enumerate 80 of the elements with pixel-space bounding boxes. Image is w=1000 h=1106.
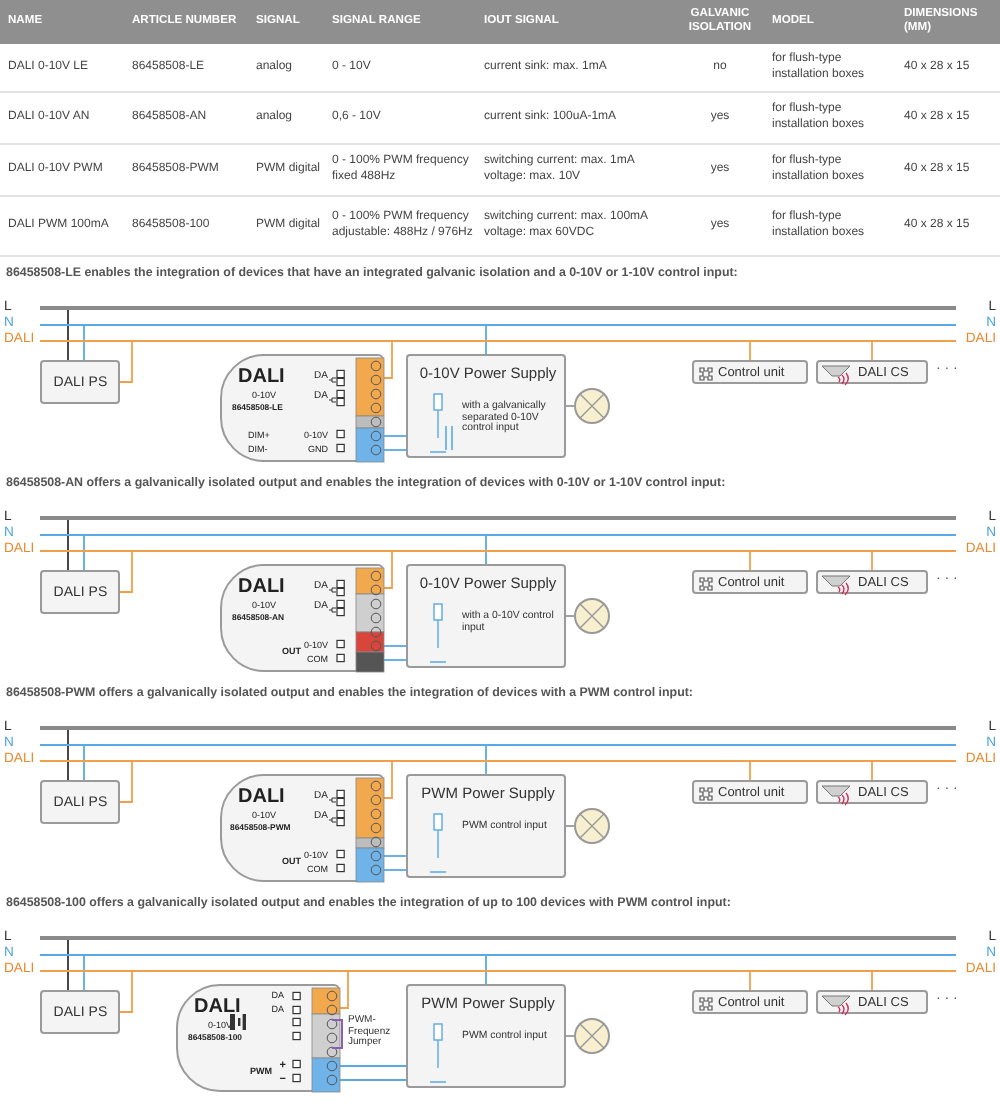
wire [383,855,407,857]
wire [749,761,751,781]
module-title: DALI [238,786,285,808]
wire [383,341,393,379]
sensor-box [816,990,928,1014]
wire [383,551,393,589]
bus-line [40,549,956,552]
wire [83,535,85,571]
wire [565,825,575,827]
dali-ps-box [40,570,120,614]
bus-line [40,759,956,762]
control-unit-box [692,360,808,384]
dali-ps-box [40,990,120,1034]
wire [749,341,751,361]
dali-module [220,774,384,882]
wire [871,971,873,991]
wire [383,869,407,871]
wire [67,519,69,571]
sensor-box [816,360,928,384]
control-unit-box [692,780,808,804]
wire [383,435,407,437]
wire [67,729,69,781]
power-supply-box [406,354,566,458]
lamp-symbol [574,598,610,634]
wire [383,761,393,799]
control-unit-box [692,990,808,1014]
bus-line [40,306,956,310]
sensor-box [816,780,928,804]
bus-line [40,953,956,956]
bus-line [40,516,956,520]
dali-module [220,564,384,672]
wire [565,615,575,617]
sensor-box [816,570,928,594]
dali-ps-box [40,780,120,824]
wire [83,325,85,361]
wire [83,955,85,991]
wire [485,325,487,355]
bus-line [40,969,956,972]
wire [339,1065,407,1067]
dali-ps-box [40,360,120,404]
lamp-symbol [574,808,610,844]
power-supply-box [406,984,566,1088]
dali-module [176,984,340,1092]
dali-module [220,354,384,462]
wire [119,551,133,593]
wire [485,745,487,775]
wire [871,761,873,781]
module-title: DALI [238,366,285,388]
lamp-symbol [574,1018,610,1054]
wire [871,551,873,571]
power-supply-box [406,564,566,668]
control-unit-box [692,570,808,594]
wire [871,341,873,361]
lamp-symbol [574,388,610,424]
bus-line [40,323,956,326]
wire [383,659,407,661]
bus-line [40,726,956,730]
wire [119,761,133,803]
wire [119,971,133,1013]
wire [485,535,487,565]
bus-line [40,339,956,342]
wire [565,1035,575,1037]
wire [339,971,349,1009]
power-supply-box [406,774,566,878]
wire [749,971,751,991]
wire [383,645,407,647]
wire [67,939,69,991]
wire [749,551,751,571]
module-title: DALI [194,996,241,1018]
bus-line [40,743,956,746]
wire [485,955,487,985]
wire [383,449,407,451]
wire [67,309,69,361]
bus-line [40,936,956,940]
module-title: DALI [238,576,285,598]
wire [339,1079,407,1081]
bus-line [40,533,956,536]
wire [565,405,575,407]
wire [119,341,133,383]
wire [83,745,85,781]
